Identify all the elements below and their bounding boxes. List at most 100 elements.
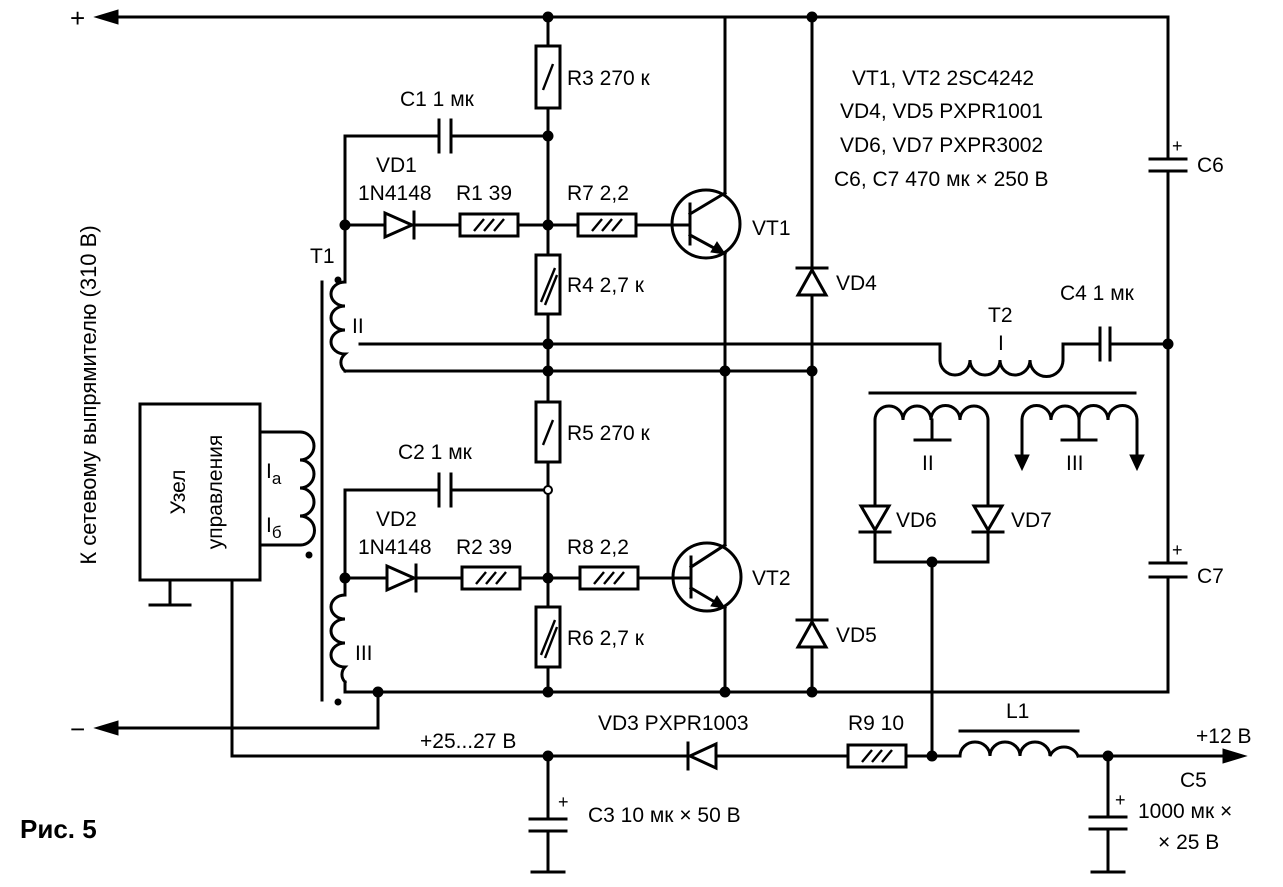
wires — [106, 15, 1232, 874]
resistor-r4 — [534, 253, 562, 316]
inductor-l1 — [958, 729, 1080, 758]
vd7-label: VD7 — [1011, 509, 1052, 532]
junction-dot — [372, 686, 384, 698]
capacitor-c3 — [528, 817, 568, 833]
resistor-r8 — [578, 565, 640, 591]
diode-vd7-icon — [971, 504, 1005, 534]
vd5-label: VD5 — [836, 624, 877, 647]
resistor-r9 — [846, 743, 908, 769]
vd1-label: VD1 — [376, 154, 417, 177]
winding-dot — [334, 698, 342, 706]
c7-label: C7 — [1197, 565, 1224, 588]
control-unit-box — [138, 402, 262, 582]
junction-dot — [339, 572, 351, 584]
parts-note-line: VD4, VD5 PXPR1001 — [840, 100, 1043, 123]
control-winding-ib: Iб — [266, 514, 282, 542]
junction-dot — [542, 750, 554, 762]
resistor-r1 — [458, 212, 520, 238]
junction-dots — [339, 11, 1174, 762]
c5-value-line1: 1000 мк × — [1138, 800, 1232, 823]
capacitor-c6 — [1148, 157, 1188, 173]
capacitor-c4 — [1098, 326, 1112, 362]
junction-dot — [806, 365, 818, 377]
control-winding-ia: Iа — [266, 460, 282, 488]
aux-supply-label: +25...27 В — [420, 730, 516, 753]
r8-label: R8 2,2 — [567, 536, 629, 559]
r1-label: R1 39 — [456, 182, 512, 205]
t1-winding2-label: II — [352, 315, 364, 338]
resistor-r2 — [460, 565, 522, 591]
r5-label: R5 270 к — [567, 422, 651, 445]
c6-label: C6 — [1197, 154, 1224, 177]
resistor-r5 — [534, 400, 562, 464]
vt2-label: VT2 — [752, 567, 791, 590]
junction-dot — [719, 686, 731, 698]
junction-dot — [719, 365, 731, 377]
c6-polarity: + — [1172, 136, 1183, 156]
transformer-t2 — [868, 358, 1145, 472]
junction-dot — [1102, 750, 1114, 762]
junction-dot — [339, 219, 351, 231]
t2-label: T2 — [988, 304, 1013, 327]
minus-rail-label: − — [70, 714, 85, 744]
vd6-label: VD6 — [896, 509, 937, 532]
c5-label: C5 — [1180, 769, 1207, 792]
c3-polarity: + — [558, 792, 569, 812]
t1-winding3-label: III — [355, 642, 373, 665]
winding-dot — [334, 276, 342, 284]
l1-label: L1 — [1006, 700, 1029, 723]
output-arrow-icon — [1222, 748, 1248, 764]
figure-caption: Рис. 5 — [20, 814, 97, 844]
resistor-r7 — [576, 212, 638, 238]
plus-rail-arrow-icon — [93, 9, 119, 25]
minus-rail-arrow-icon — [93, 720, 119, 736]
winding-lead-arrow-icon — [1014, 454, 1030, 472]
diode-vd1-icon — [383, 210, 416, 240]
diode-vd5-icon — [795, 618, 829, 649]
c5-value-line2: × 25 В — [1158, 831, 1219, 854]
r9-label: R9 10 — [848, 712, 904, 735]
junction-dot — [542, 338, 554, 350]
winding-lead-arrow-icon — [1129, 454, 1145, 472]
component-labels: R3 270 к C1 1 мк VD1 1N4148 R1 39 R7 2,2… — [310, 67, 1251, 854]
vt1-label: VT1 — [752, 217, 791, 240]
parts-note-line: VD6, VD7 PXPR3002 — [840, 134, 1043, 157]
input-source-label: К сетевому выпрямителю (310 В) — [76, 225, 101, 564]
capacitor-c7 — [1148, 561, 1188, 579]
transistor-vt2-icon — [671, 541, 743, 613]
vd3-label: VD3 PXPR1003 — [598, 712, 749, 735]
junction-dot — [543, 485, 553, 495]
parts-note-line: C6, C7 470 мк × 250 В — [834, 168, 1049, 191]
junction-dot — [542, 11, 554, 23]
parts-note: VT1, VT2 2SC4242 VD4, VD5 PXPR1001 VD6, … — [834, 67, 1049, 191]
junction-dot — [542, 219, 554, 231]
t2-winding1-label: I — [998, 332, 1004, 355]
transistor-vt1-icon — [670, 188, 742, 260]
diode-vd3-icon — [686, 741, 718, 771]
transformer-t1 — [298, 276, 350, 706]
vd2-label: VD2 — [376, 508, 417, 531]
junction-dot — [542, 130, 554, 142]
c2-label: C2 1 мк — [398, 441, 473, 464]
vd2-type-label: 1N4148 — [358, 536, 432, 559]
junction-dot — [542, 686, 554, 698]
parts-note-line: VT1, VT2 2SC4242 — [852, 67, 1034, 90]
junction-dot — [806, 11, 818, 23]
resistor-r3 — [534, 44, 562, 110]
r4-label: R4 2,7 к — [567, 274, 645, 297]
r3-label: R3 270 к — [567, 67, 651, 90]
r7-label: R7 2,2 — [567, 182, 629, 205]
vd1-type-label: 1N4148 — [358, 182, 432, 205]
c3-label: C3 10 мк × 50 В — [588, 804, 741, 827]
junction-dot — [926, 750, 938, 762]
t1-label: T1 — [310, 245, 335, 268]
diode-vd4-icon — [795, 266, 829, 297]
r2-label: R2 39 — [456, 536, 512, 559]
junction-dot — [1162, 338, 1174, 350]
control-unit-line2: управления — [204, 435, 227, 550]
t2-winding2-label: II — [922, 452, 934, 475]
junction-dot — [542, 365, 554, 377]
c7-polarity: + — [1172, 540, 1183, 560]
diode-vd2-icon — [385, 563, 418, 593]
